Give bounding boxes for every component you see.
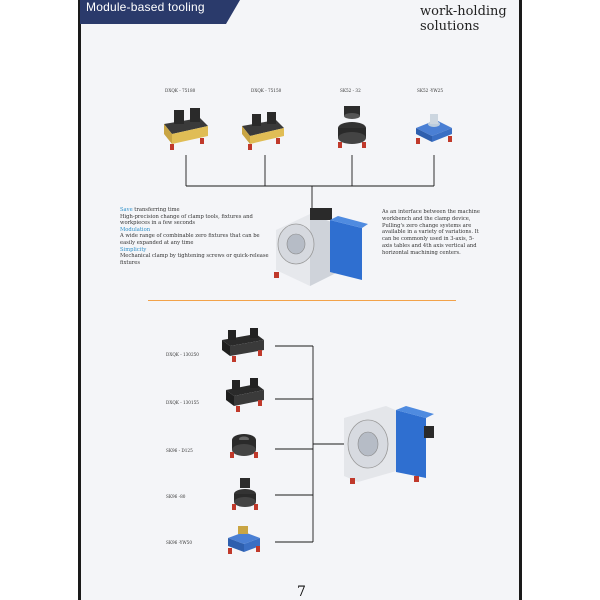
feature-list: Save transferring time High-precision ch… xyxy=(120,207,270,266)
rotary-unit-bottom-image xyxy=(344,406,434,484)
page-number: 7 xyxy=(297,584,306,600)
vise-dxqk-130250-image xyxy=(222,328,264,362)
feature-simplicity-heading: Simplicity xyxy=(120,246,147,253)
chuck-sk96-d125-image xyxy=(230,434,258,458)
feature-modulation-heading: Modulation xyxy=(120,226,151,233)
banner-title: Module-based tooling xyxy=(86,0,205,14)
page-title: work-holding solutions xyxy=(420,4,507,34)
product-label-sk52-32: SK52 - 32 xyxy=(340,88,361,93)
rotary-table-center-image xyxy=(274,208,368,286)
feature-save-heading: Save xyxy=(120,207,133,213)
feature-simplicity-detail: Mechanical clamp by tightening screws or… xyxy=(120,253,269,266)
product-label-dxqk-130250: DXQK - 130250 xyxy=(166,352,199,357)
feature-modulation-detail: A wide range of combinable zero fixtures… xyxy=(120,233,260,246)
product-label-sk96-d125: SK96 - D125 xyxy=(166,448,193,453)
feature-save-line: Save transferring time xyxy=(120,207,270,214)
feature-save-text: transferring time xyxy=(132,207,180,213)
product-label-sk96-yw50: SK96 -YW50 xyxy=(166,540,193,545)
chuck-sk96-yw50-image xyxy=(228,526,260,554)
banner-background xyxy=(80,0,240,24)
product-label-sk52-yw25: SK52 -YW25 xyxy=(417,88,444,93)
vise-dxqk-75180-image xyxy=(164,108,208,150)
product-label-sk96-80: SK96 -80 xyxy=(166,494,186,499)
description-paragraph: As an interface between the machine work… xyxy=(382,209,480,256)
vise-dxqk-75150-image xyxy=(242,112,284,150)
section-divider xyxy=(148,300,456,301)
chuck-sk96-80-image xyxy=(232,478,258,510)
page-title-line2: solutions xyxy=(420,19,480,34)
product-label-dxqk-75180: DXQK - 75180 xyxy=(165,88,196,93)
chuck-sk52-32-image xyxy=(338,106,366,148)
page-edge-left xyxy=(78,0,81,600)
chuck-sk52-yw25-image xyxy=(416,114,452,144)
product-label-dxqk-75150: DXQK - 75150 xyxy=(251,88,282,93)
product-label-dxqk-130155: DXQK - 130155 xyxy=(166,400,199,405)
vise-dxqk-130155-image xyxy=(226,378,264,412)
page-edge-right xyxy=(519,0,522,600)
feature-save-detail: High-precision change of clamp tools, fi… xyxy=(120,213,253,227)
page-title-line1: work-holding xyxy=(420,4,507,19)
